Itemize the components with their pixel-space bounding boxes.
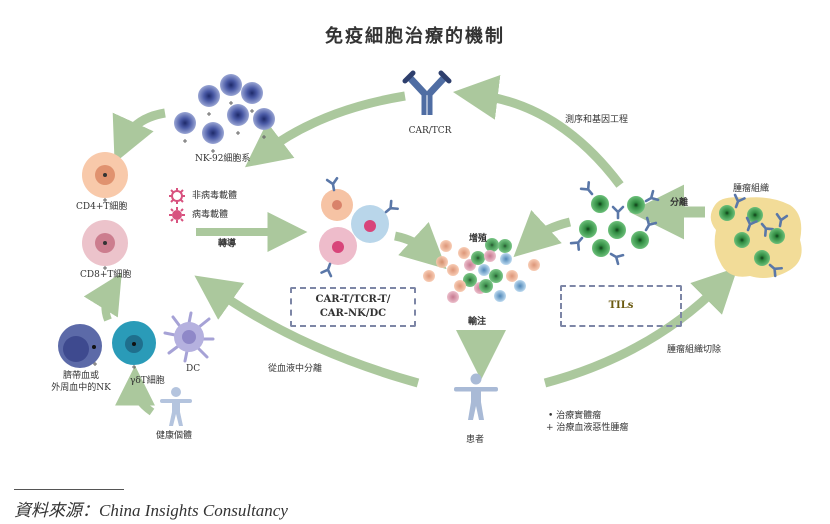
sequencing-label: 測序和基因工程 [565, 115, 629, 125]
arrow-tumor-resection [543, 267, 738, 388]
tumor-tissue-label: 腫瘤組織 [733, 184, 770, 194]
viral-vector-label: 病毒載體 [192, 210, 229, 220]
source-note: 資料來源：China Insights Consultancy [14, 501, 288, 520]
dc-label: DC [186, 364, 201, 374]
tils-label: TILs [608, 300, 634, 311]
tumor-resection-label: 腫瘤組織切除 [667, 345, 722, 355]
tils-box: TILs [560, 285, 682, 327]
expansion-cell-cluster [423, 238, 540, 303]
legend-blood-tumor: + 治療血液惡性腫瘤 [546, 423, 629, 433]
tumor-tissue [710, 193, 802, 278]
arrow-to-expansion [394, 222, 447, 270]
cord-blood-nk-cell [58, 324, 102, 368]
dendritic-cell [163, 311, 215, 363]
nk92-cell-cluster [174, 74, 275, 153]
isolation-label: 分離 [670, 198, 689, 208]
cord-blood-nk-label-2: 外周血中的NK [51, 383, 111, 393]
legend-solid-tumor: • 治療實體瘤 [548, 411, 602, 421]
cd8-t-cell [82, 220, 128, 270]
gamma-delta-t-cell [112, 321, 156, 369]
patient-label: 患者 [466, 435, 485, 445]
infusion-label: 輸注 [468, 317, 487, 327]
til-cells [569, 181, 660, 266]
arrow-nk92-to-cd4 [112, 108, 166, 163]
arrow-sequencing-to-car [452, 75, 624, 188]
diagram-title: 免疫細胞治療的機制 [325, 26, 505, 47]
nonviral-vector-label: 非病毒載體 [192, 191, 238, 201]
healthy-person-icon [160, 387, 192, 426]
cord-blood-nk-label-1: 臍帶血或 [62, 371, 99, 381]
non-viral-vector-icon [169, 188, 185, 204]
cd4-label: CD4+T細胞 [76, 202, 128, 212]
car-tcr-label: CAR/TCR [408, 126, 452, 136]
patient-icon [454, 373, 498, 420]
healthy-label: 健康個體 [156, 431, 193, 441]
expansion-label: 增殖 [469, 234, 488, 244]
car-box-line-2: CAR-NK/DC [319, 308, 387, 319]
isolate-blood-label: 從血液中分離 [268, 364, 323, 374]
viral-vector-icon [169, 207, 185, 223]
nk92-label: NK-92細胞系 [195, 154, 251, 164]
arrow-car-to-nk92 [244, 91, 406, 168]
flow-arrows [83, 75, 738, 416]
engineered-cells [319, 176, 399, 278]
gamma-delta-t-label: γδT細胞 [130, 376, 165, 386]
arrow-til-to-expansion [513, 210, 572, 258]
car-cell-types-box: CAR-T/TCR-T/ CAR-NK/DC [290, 287, 416, 327]
car-tcr-receptor-icon [402, 70, 452, 115]
source-divider [14, 489, 124, 490]
transduction-label: 轉導 [218, 239, 237, 249]
cd4-t-cell [82, 152, 128, 202]
arrow-healthy-to-gdt [115, 365, 156, 416]
arrow-isolate-from-blood [194, 275, 420, 388]
cd8-label: CD8+T細胞 [80, 270, 132, 280]
car-box-line-1: CAR-T/TCR-T/ [315, 294, 391, 305]
arrow-cells-to-cd8 [83, 272, 122, 322]
